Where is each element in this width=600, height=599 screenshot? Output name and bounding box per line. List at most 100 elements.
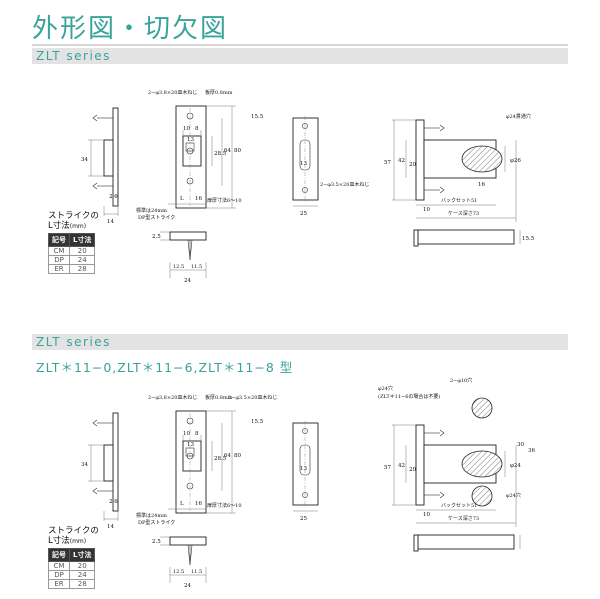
- dim-42: 42: [398, 158, 405, 164]
- dim-10-side: 10: [423, 207, 430, 213]
- dim-13-2: 13: [187, 442, 194, 448]
- dim-10-side-2: 10: [423, 512, 430, 518]
- section-header-2: ZLT series: [32, 334, 568, 350]
- dim-2-6-2: 2.6: [109, 499, 118, 505]
- section-header-1: ZLT series: [32, 48, 568, 64]
- note-screw-top-2: 2−φ3.8×20皿木ねじ: [148, 394, 197, 401]
- table-row: CM 20: [48, 561, 96, 571]
- dim-l-2: L: [180, 501, 184, 507]
- strike-code: CM: [48, 561, 70, 571]
- dim-42-2: 42: [398, 463, 405, 469]
- note-door-thickness-2: 扉厚寸法6〜10: [207, 502, 242, 509]
- dim-20-2: 20: [409, 467, 416, 473]
- strike-l-value: 24: [68, 570, 96, 580]
- note-hole10-extra: (ZLT＊11−6の場合は不要): [378, 393, 440, 400]
- strike-code: ER: [48, 579, 70, 589]
- note-standard-2: 標準は24mm: [136, 512, 167, 519]
- strike-l-value: 20: [68, 246, 96, 256]
- dim-2-5: 2.5: [152, 234, 161, 240]
- dim-13-case-2: 13: [300, 466, 307, 472]
- section-label-2: ZLT series: [36, 335, 111, 349]
- strike-header-l-2: L寸法: [68, 548, 96, 562]
- note-hole10: 2−φ10穴: [450, 377, 472, 384]
- note-thickness: 板厚0.8mm: [205, 89, 233, 96]
- title-divider: [32, 44, 568, 46]
- dim-10: 10: [183, 126, 190, 132]
- note-door-thickness: 扉厚寸法6〜10: [207, 197, 242, 204]
- note-backset-2: バックセット51: [441, 503, 477, 509]
- strike-code: CM: [48, 246, 70, 256]
- dim-36: 36: [528, 448, 535, 454]
- dim-l: L: [180, 196, 184, 202]
- dim-80-2: 80: [234, 453, 241, 459]
- dim-12-5-2: 12.5: [173, 569, 184, 575]
- dim-phi24: φ24: [510, 463, 521, 469]
- table-row: ER 28: [48, 579, 96, 589]
- dim-28-5: 28.5: [214, 151, 227, 157]
- dim-2-6: 2.6: [109, 194, 118, 200]
- note-case-screw-2: 2−φ3.5×20皿木ねじ: [228, 394, 277, 401]
- hole-10-top: [471, 397, 493, 419]
- strike-l-value: 20: [68, 561, 96, 571]
- dim-80: 80: [234, 148, 241, 154]
- strike-l-value: 24: [68, 255, 96, 265]
- dim-16: 16: [195, 196, 202, 202]
- diagram-section-2: 34 14 2.6 L 16 10 8 13 28.5 64 80 15.5 2…: [81, 377, 535, 589]
- dim-12-5: 12.5: [173, 264, 184, 270]
- dim-13-case: 13: [300, 161, 307, 167]
- note-thickness-2: 板厚0.8mm: [205, 394, 233, 401]
- note-dp-strike-2: DP型ストライク: [138, 519, 175, 526]
- dim-11-5: 11.5: [191, 264, 202, 270]
- strike-caption-1: ストライクの: [48, 211, 99, 221]
- note-dp-strike: DP型ストライク: [138, 214, 175, 221]
- dim-34-2: 34: [81, 462, 88, 468]
- dim-2-5-2: 2.5: [152, 539, 161, 545]
- note-backset: バックセット51: [441, 198, 477, 204]
- dim-25: 25: [300, 211, 307, 217]
- dim-24-2: 24: [184, 583, 191, 589]
- strike-unit-2: (mm): [69, 538, 87, 545]
- strike-header-l: L寸法: [68, 233, 96, 247]
- strike-caption-l-2: L寸法: [48, 536, 70, 546]
- dim-28-5-2: 28.5: [214, 456, 227, 462]
- note-case-depth-2: ケース深さ73: [448, 515, 479, 522]
- note-hole24b: φ24穴: [378, 385, 393, 392]
- dim-15-5: 15.5: [251, 114, 264, 120]
- dim-16-side: 16: [478, 182, 485, 188]
- table-row: ER 28: [48, 264, 96, 274]
- table-row: DP 24: [48, 570, 96, 580]
- dim-14-2: 14: [107, 524, 114, 530]
- dim-20: 20: [409, 162, 416, 168]
- dim-phi26: φ26: [510, 158, 521, 164]
- dim-10-2: 10: [183, 431, 190, 437]
- note-screw-top: 2−φ3.8×20皿木ねじ: [148, 89, 197, 96]
- dim-34: 34: [81, 157, 88, 163]
- strike-table-2: ストライクの L寸法(mm) 記号 L寸法 CM 20 DP 24 ER 28: [48, 526, 99, 589]
- section-label-1: ZLT series: [36, 49, 111, 63]
- dim-15: 15.5: [522, 236, 535, 242]
- dim-8: 8: [195, 126, 199, 132]
- note-standard: 標準は24mm: [136, 207, 167, 214]
- dim-11-5-2: 11.5: [191, 569, 202, 575]
- table-row: DP 24: [48, 255, 96, 265]
- note-case-depth: ケース深さ73: [448, 210, 479, 217]
- note-case-screw: 2−φ3.5×20皿木ねじ: [320, 181, 369, 188]
- strike-caption-l-1: L寸法: [48, 221, 70, 231]
- dim-13: 13: [187, 137, 194, 143]
- strike-unit-1: (mm): [69, 223, 87, 230]
- strike-table-1: ストライクの L寸法(mm) 記号 L寸法 CM 20 DP 24 ER 28: [48, 211, 99, 274]
- hole-10-bottom: [471, 485, 493, 507]
- strike-caption-2: ストライクの: [48, 526, 99, 536]
- note-hole24b-bottom: φ24穴: [506, 492, 521, 499]
- dim-30: 30: [517, 442, 524, 448]
- table-row: CM 20: [48, 246, 96, 256]
- strike-code: DP: [48, 570, 70, 580]
- dim-16-2: 16: [195, 501, 202, 507]
- dim-64-2: 64: [224, 453, 231, 459]
- dim-57: 57: [384, 160, 391, 166]
- strike-header-symbol-2: 記号: [48, 548, 70, 562]
- note-hole24: φ24貫通穴: [506, 113, 531, 120]
- dim-14: 14: [107, 219, 114, 225]
- strike-l-value: 28: [68, 264, 96, 274]
- strike-l-value: 28: [68, 579, 96, 589]
